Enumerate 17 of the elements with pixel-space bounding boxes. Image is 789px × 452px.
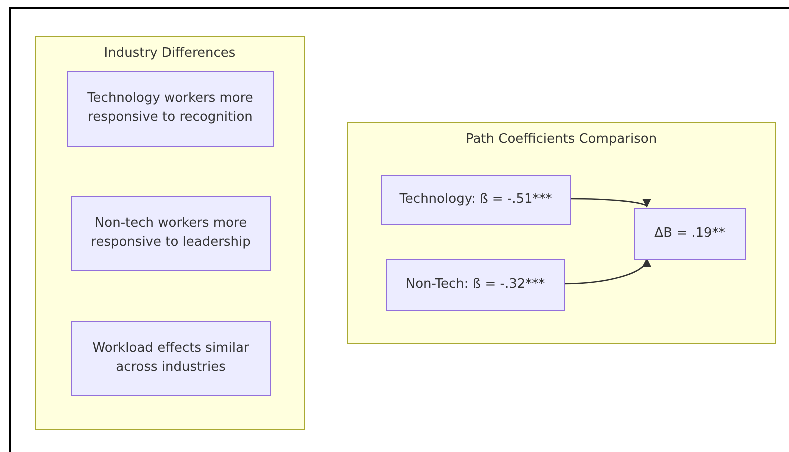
- process-box: [71, 196, 271, 271]
- box-label: Technology workers more responsive to recognition: [86, 90, 254, 127]
- process-box: [634, 208, 746, 260]
- group-panel: [35, 36, 305, 430]
- process-box: [67, 71, 274, 147]
- process-box: [386, 259, 565, 311]
- box-label: Technology: ß = -.51***: [400, 190, 552, 209]
- process-box: [71, 321, 271, 396]
- box-label: ΔB = .19**: [654, 224, 726, 243]
- box-label: Non-Tech: ß = -.32***: [406, 276, 546, 294]
- box-label: Non-tech workers more responsive to leadership: [90, 214, 252, 252]
- box-label: Workload effects similar across industries: [92, 340, 250, 376]
- process-box: [381, 175, 571, 225]
- group-panel: [347, 122, 776, 344]
- group-title: Path Coefficients Comparison: [464, 131, 658, 149]
- arrow: [564, 258, 650, 285]
- group-title: Industry Differences: [103, 45, 237, 63]
